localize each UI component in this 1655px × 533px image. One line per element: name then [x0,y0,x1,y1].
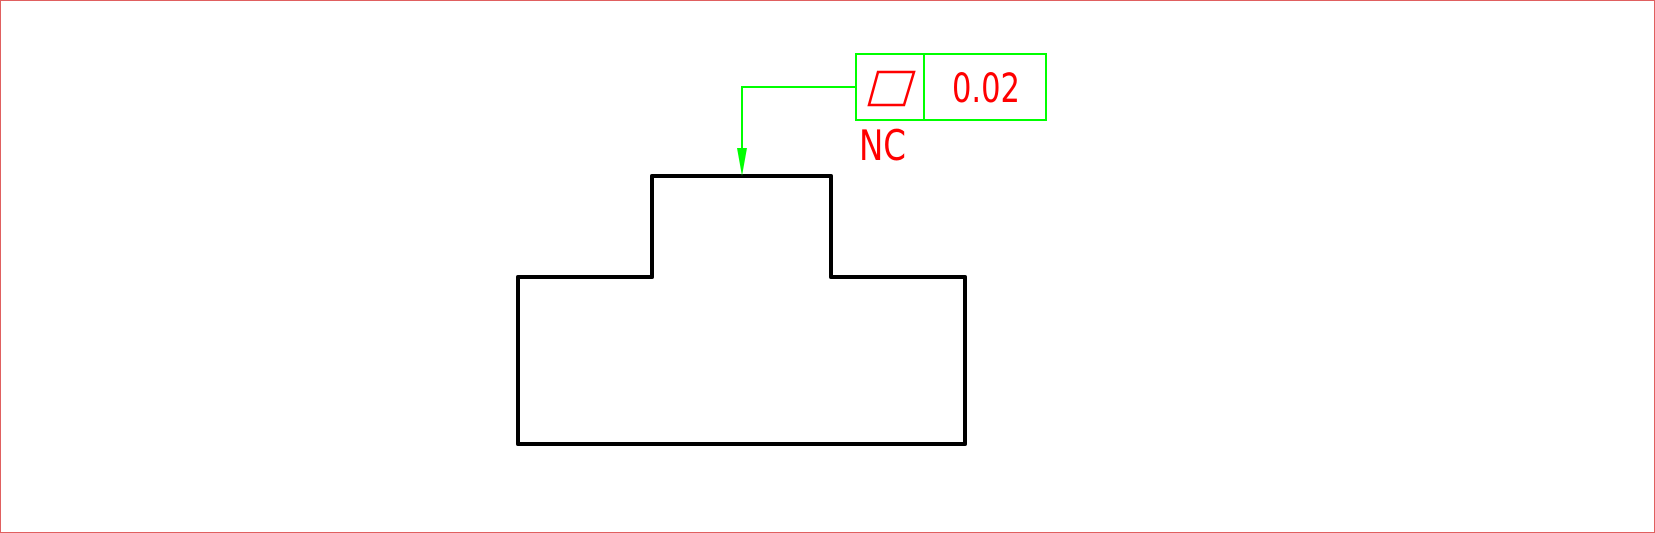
feature-control-frame: 0.02 [855,53,1047,121]
leader-arrowhead-icon [737,148,747,176]
part-outline [516,174,967,446]
tolerance-value: 0.02 [952,66,1020,112]
leader-line [737,86,856,176]
flatness-icon [867,70,916,107]
modifier-label: NC [859,121,906,170]
